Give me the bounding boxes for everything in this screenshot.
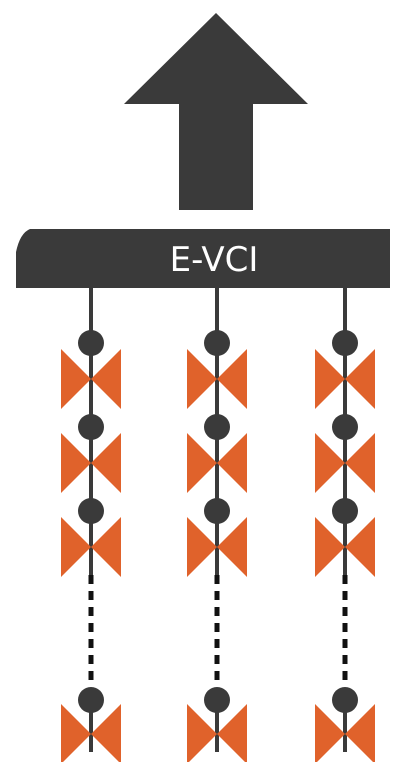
node-dot-icon (204, 498, 230, 524)
node-dot-icon (78, 687, 104, 713)
node-dot-icon (332, 687, 358, 713)
bowtie-valve-icon (315, 517, 375, 577)
node-dot-icon (332, 330, 358, 356)
node-dot-icon (204, 330, 230, 356)
up-arrow-icon (124, 13, 308, 210)
chains (61, 288, 375, 762)
bowtie-valve-icon (187, 704, 247, 762)
bowtie-valve-icon (187, 517, 247, 577)
node-dot-icon (332, 414, 358, 440)
chain-3 (315, 288, 375, 762)
node-dot-icon (78, 330, 104, 356)
e-vci-label: E-VCI (170, 240, 259, 280)
chain-1 (61, 288, 121, 762)
bowtie-valve-icon (315, 704, 375, 762)
node-dot-icon (78, 414, 104, 440)
bowtie-valve-icon (61, 517, 121, 577)
bowtie-valve-icon (187, 433, 247, 493)
node-dot-icon (204, 687, 230, 713)
bowtie-valve-icon (61, 433, 121, 493)
bowtie-valve-icon (315, 433, 375, 493)
bowtie-valve-icon (61, 349, 121, 409)
bowtie-valve-icon (61, 704, 121, 762)
node-dot-icon (204, 414, 230, 440)
chain-2 (187, 288, 247, 762)
bowtie-valve-icon (187, 349, 247, 409)
e-vci-bar (16, 229, 390, 288)
node-dot-icon (78, 498, 104, 524)
node-dot-icon (332, 498, 358, 524)
bowtie-valve-icon (315, 349, 375, 409)
